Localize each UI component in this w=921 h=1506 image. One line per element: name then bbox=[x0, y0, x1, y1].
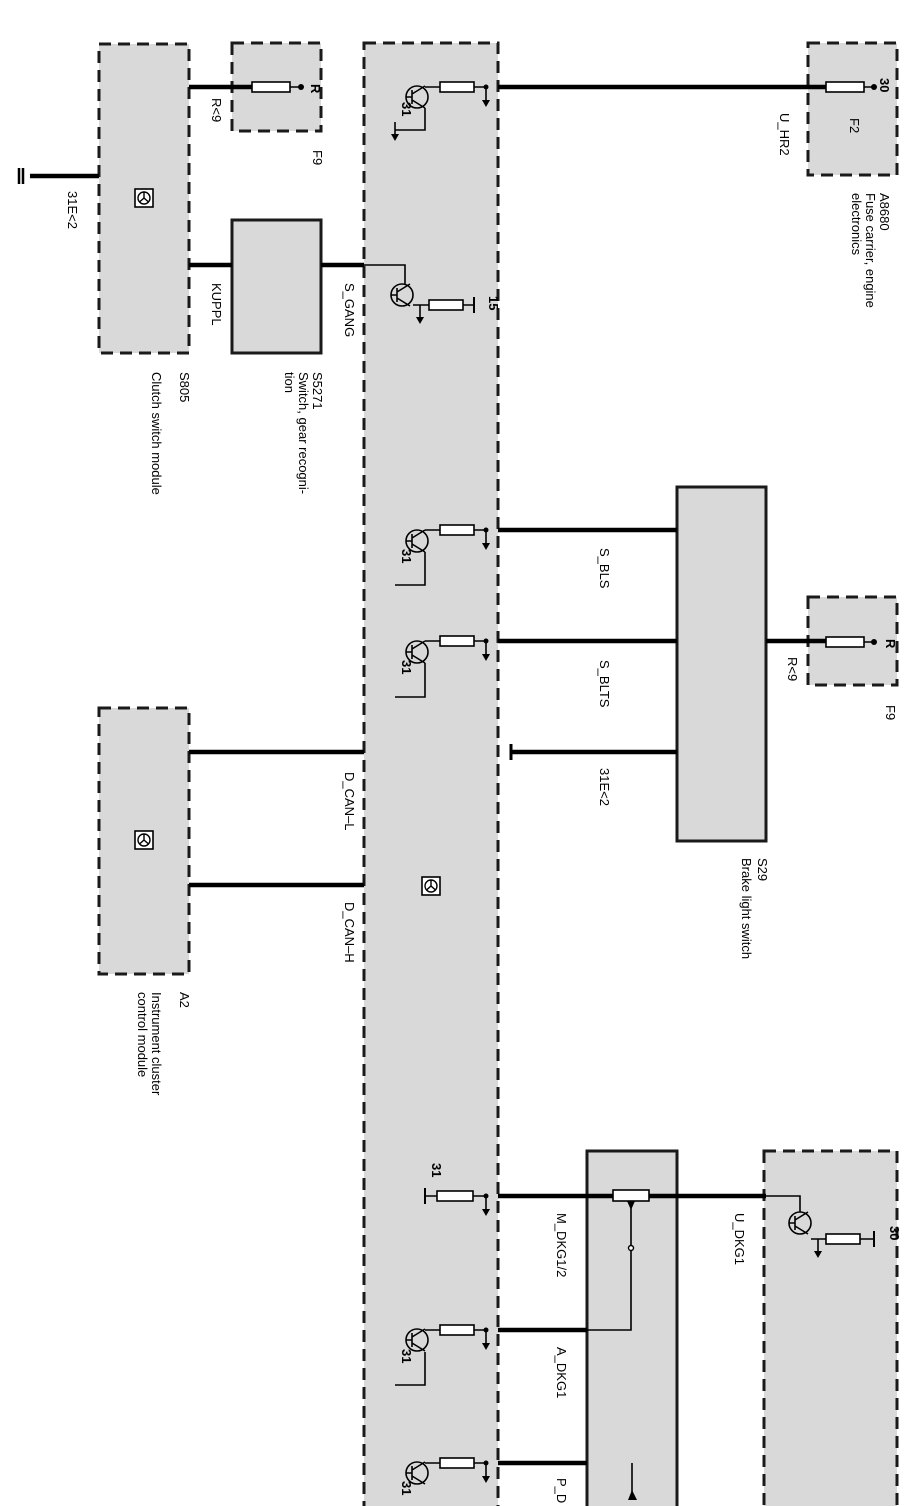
signal-ground-right: 31E<2 bbox=[597, 768, 612, 806]
terminal-31-label: 31 bbox=[399, 660, 414, 674]
signal-a-dkg1: A_DKG1 bbox=[554, 1347, 569, 1398]
terminal-31-label: 31 bbox=[399, 1481, 414, 1495]
resistor-stage-5 bbox=[424, 1188, 491, 1217]
terminal-15-label: 15 bbox=[486, 296, 501, 310]
signal-d-can-l: D_CAN–L bbox=[342, 772, 357, 831]
fuse-carrier-name-2: electronics bbox=[849, 193, 864, 256]
gear-switch-box bbox=[230, 218, 323, 355]
transistor-stage-1 bbox=[390, 81, 491, 142]
terminal-30-label: 30 bbox=[887, 1226, 902, 1240]
transistor-stage-2 bbox=[364, 264, 475, 325]
clutch-switch-id: S805 bbox=[177, 372, 192, 402]
fuse-icon bbox=[251, 81, 291, 93]
terminal-31-label: 31 bbox=[399, 549, 414, 563]
fuse-carrier-box bbox=[806, 41, 899, 177]
fuse-icon bbox=[825, 81, 865, 93]
gear-switch-name-2: tion bbox=[282, 372, 297, 393]
control-unit-box bbox=[362, 41, 500, 1506]
signal-r9-top: R<9 bbox=[209, 98, 224, 122]
dkg-supply-box bbox=[762, 1149, 899, 1506]
instrument-cluster-name-1: Instrument cluster bbox=[149, 992, 164, 1096]
signal-kuppl: KUPPL bbox=[209, 283, 224, 326]
brake-switch-name: Brake light switch bbox=[739, 858, 754, 959]
signal-s-bls: S_BLS bbox=[597, 548, 612, 589]
fuse-f9-right-id: F9 bbox=[883, 705, 898, 720]
ground-symbol-icon bbox=[17, 168, 25, 184]
signal-m-dkg12: M_DKG1/2 bbox=[554, 1213, 569, 1277]
transistor-stage-7 bbox=[405, 1457, 491, 1485]
brake-switch-box bbox=[675, 485, 768, 843]
fuse-icon bbox=[825, 636, 865, 648]
signal-u-hr2: U_HR2 bbox=[777, 113, 792, 156]
gear-switch-id: S5271 bbox=[310, 372, 325, 410]
terminal-31-label: 31 bbox=[399, 1349, 414, 1363]
transistor-stage-6 bbox=[395, 1324, 491, 1386]
fuse-f9-right-terminal: R bbox=[883, 639, 898, 649]
signal-s-gang: S_GANG bbox=[342, 283, 357, 337]
control-unit-icon bbox=[421, 876, 441, 896]
terminal-31-label: 31 bbox=[429, 1163, 444, 1177]
brake-switch-id: S29 bbox=[755, 858, 770, 881]
fuse-f2-label: F2 bbox=[847, 118, 862, 133]
transistor-stage-4 bbox=[395, 635, 491, 698]
control-unit-icon bbox=[134, 830, 154, 850]
dkg-sensor-box bbox=[585, 1149, 679, 1506]
transistor-stage-8 bbox=[766, 1195, 875, 1259]
signal-p-dkg: P_D bbox=[554, 1478, 569, 1503]
fuse-carrier-name-1: Fuse carrier, engine bbox=[863, 193, 878, 308]
terminal-30-label: 30 bbox=[877, 78, 892, 92]
signal-r9-right: R<9 bbox=[785, 657, 800, 681]
fuse-carrier-id: A8680 bbox=[877, 193, 892, 231]
gear-switch-name-1: Switch, gear recogni- bbox=[296, 372, 311, 494]
terminal-31-label: 31 bbox=[399, 102, 414, 116]
instrument-cluster-id: A2 bbox=[177, 992, 192, 1008]
potentiometer-icon bbox=[612, 1189, 650, 1202]
signal-s-blts: S_BLTS bbox=[597, 660, 612, 708]
signal-u-dkg1: U_DKG1 bbox=[732, 1213, 747, 1265]
signal-ground-top: 31E<2 bbox=[65, 191, 80, 229]
clutch-switch-name: Clutch switch module bbox=[149, 372, 164, 495]
fuse-f9-top-terminal: R bbox=[308, 84, 323, 94]
signal-d-can-h: D_CAN–H bbox=[342, 902, 357, 963]
fuse-f9-top-id: F9 bbox=[310, 150, 325, 165]
instrument-cluster-name-2: control module bbox=[135, 992, 150, 1077]
control-unit-icon bbox=[134, 188, 154, 208]
transistor-stage-3 bbox=[395, 524, 491, 586]
